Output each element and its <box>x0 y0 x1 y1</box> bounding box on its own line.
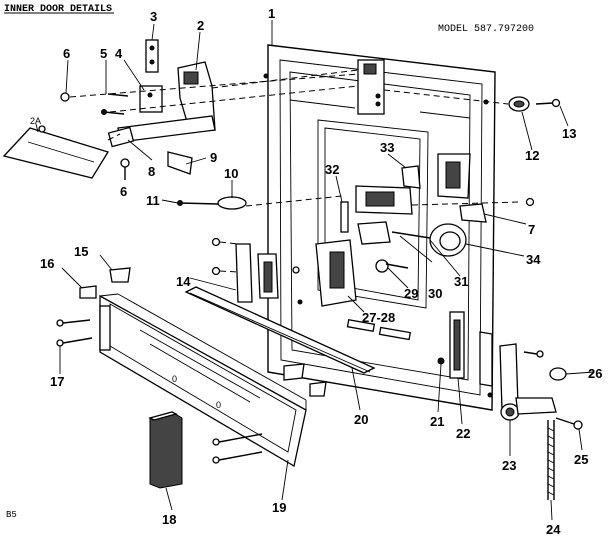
outer-door-panel: 0 0 <box>56 293 307 468</box>
model-number: MODEL 587.797200 <box>438 24 534 35</box>
part-2a-plate <box>2 125 109 179</box>
callout-7: 7 <box>528 222 535 237</box>
callout-17: 17 <box>50 374 64 389</box>
callout-2: 2 <box>197 18 204 33</box>
callout-27-28: 27-28 <box>362 310 395 325</box>
switch-parts <box>107 126 247 210</box>
callout-6-top: 6 <box>63 46 70 61</box>
callout-14: 14 <box>176 274 191 289</box>
callout-32: 32 <box>325 162 339 177</box>
callout-20: 20 <box>354 412 368 427</box>
callout-22: 22 <box>456 426 470 441</box>
right-top-parts <box>508 96 561 112</box>
callout-1: 1 <box>268 6 275 21</box>
callout-30: 30 <box>428 286 442 301</box>
callout-34: 34 <box>526 252 541 267</box>
leader-lines <box>35 20 595 521</box>
dispenser-parts <box>315 153 535 307</box>
callout-33: 33 <box>380 140 394 155</box>
callout-24: 24 <box>546 522 561 537</box>
door-mark-1: 0 <box>172 374 177 384</box>
callout-8: 8 <box>148 164 155 179</box>
callout-26: 26 <box>588 366 602 381</box>
callout-25: 25 <box>574 452 588 467</box>
callout-6-bottom: 6 <box>120 184 127 199</box>
callout-11: 11 <box>146 193 160 208</box>
callout-18: 18 <box>162 512 176 527</box>
callout-9: 9 <box>210 150 217 165</box>
callout-2a: 2A <box>30 116 41 126</box>
callout-10: 10 <box>224 166 238 181</box>
callout-5: 5 <box>100 46 107 61</box>
assembly-lines <box>69 69 521 273</box>
insulation-block <box>148 411 183 489</box>
latch-parts <box>60 39 216 143</box>
callout-4: 4 <box>115 46 123 61</box>
callout-31: 31 <box>454 274 468 289</box>
trim-strip <box>79 267 376 397</box>
callout-labels: 1 2 3 4 5 6 2A 8 9 6 10 11 12 13 33 32 7… <box>30 6 602 537</box>
callout-15: 15 <box>74 244 88 259</box>
callout-13: 13 <box>562 126 576 141</box>
callout-29: 29 <box>404 286 418 301</box>
page-code: B5 <box>6 510 17 520</box>
callout-3: 3 <box>150 9 157 24</box>
hinge-plates <box>211 237 300 303</box>
callout-21: 21 <box>430 414 444 429</box>
hinge-and-spring <box>499 343 583 500</box>
door-mark-2: 0 <box>216 400 221 410</box>
diagram-title: INNER DOOR DETAILS <box>4 4 112 15</box>
callout-16: 16 <box>40 256 54 271</box>
callout-12: 12 <box>525 148 539 163</box>
spring-parts <box>346 311 493 387</box>
callout-23: 23 <box>502 458 516 473</box>
callout-19: 19 <box>272 500 286 515</box>
